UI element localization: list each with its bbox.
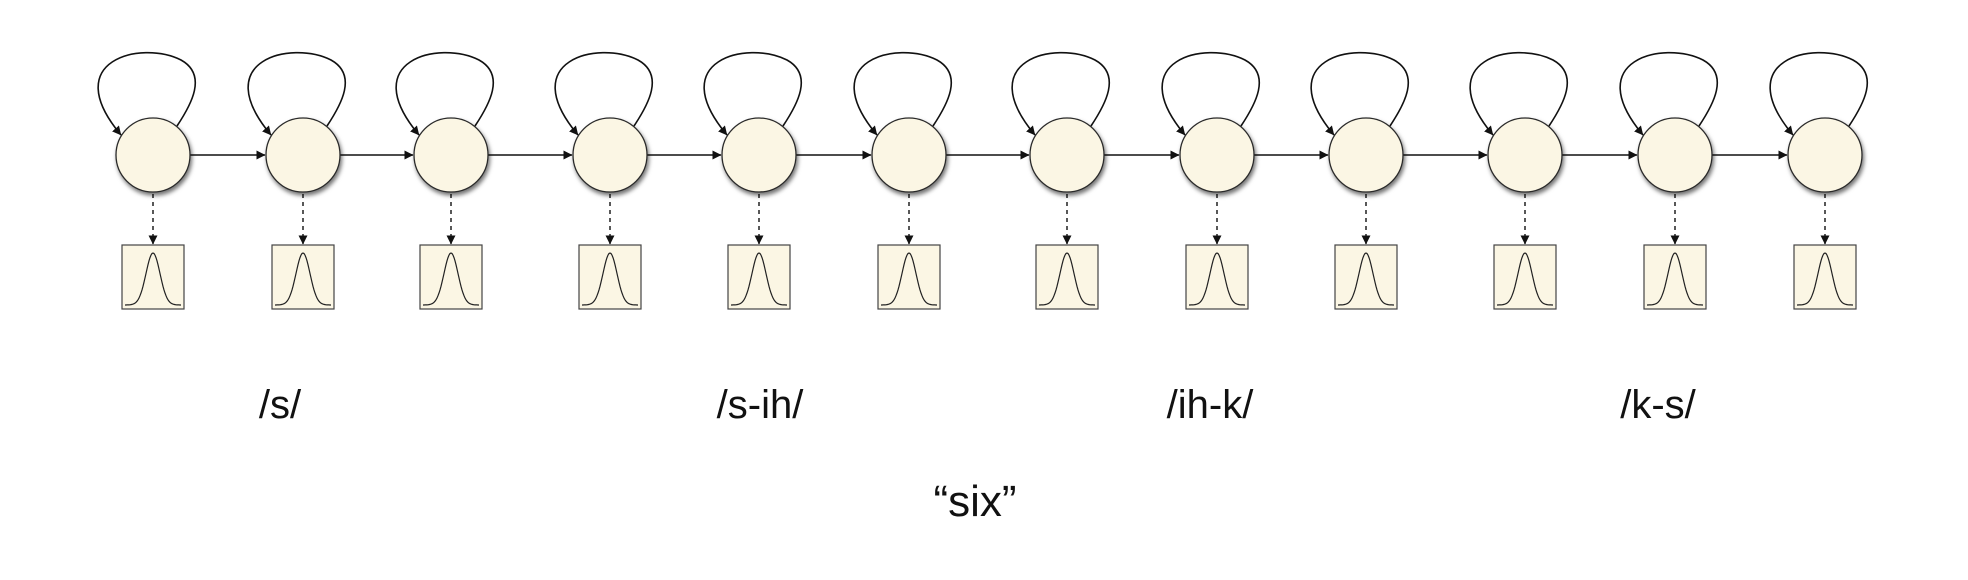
emission-box-6 [877,244,941,310]
gaussian-curve-4 [582,252,638,306]
word-label: “six” [933,477,1017,526]
state-node-2 [265,117,341,193]
self-loop-8 [1161,51,1261,136]
gaussian-curve-7 [1039,252,1095,306]
emission-box-8 [1185,244,1249,310]
phoneme-label-s: /s/ [258,383,302,427]
self-loop-4 [554,51,654,136]
emission-box-5 [727,244,791,310]
state-node-10 [1487,117,1563,193]
emissions-layer [121,244,1857,310]
emission-box-7 [1035,244,1099,310]
state-node-8 [1179,117,1255,193]
state-node-9 [1328,117,1404,193]
state-node-11 [1637,117,1713,193]
gaussian-curve-8 [1189,252,1245,306]
state-node-3 [413,117,489,193]
self-loop-2 [247,51,347,136]
gaussian-curve-6 [881,252,937,306]
phoneme-label-ih-k: /ih-k/ [1166,383,1254,427]
self-loop-10 [1469,51,1569,136]
gaussian-curve-3 [423,252,479,306]
self-loop-11 [1619,51,1719,136]
phoneme-label-s-ih: /s-ih/ [716,383,804,427]
self-loop-7 [1011,51,1111,136]
emission-box-10 [1493,244,1557,310]
gaussian-curve-1 [125,252,181,306]
gaussian-curve-11 [1647,252,1703,306]
gaussian-curve-2 [275,252,331,306]
self-loop-1 [97,51,197,136]
self-loop-12 [1769,51,1869,136]
emission-box-11 [1643,244,1707,310]
state-node-7 [1029,117,1105,193]
emission-box-2 [271,244,335,310]
self-loop-6 [853,51,953,136]
state-node-4 [572,117,648,193]
emission-box-9 [1334,244,1398,310]
gaussian-curve-5 [731,252,787,306]
gaussian-curve-10 [1497,252,1553,306]
self-loop-5 [703,51,803,136]
edges-layer [97,51,1869,245]
gaussian-curve-12 [1797,252,1853,306]
emission-box-12 [1793,244,1857,310]
state-node-5 [721,117,797,193]
state-node-6 [871,117,947,193]
self-loop-3 [395,51,495,136]
self-loop-9 [1310,51,1410,136]
emission-box-1 [121,244,185,310]
phoneme-label-k-s: /k-s/ [1620,383,1696,427]
emission-box-4 [578,244,642,310]
state-node-12 [1787,117,1863,193]
state-node-1 [115,117,191,193]
gaussian-curve-9 [1338,252,1394,306]
states-layer [115,117,1863,193]
emission-box-3 [419,244,483,310]
